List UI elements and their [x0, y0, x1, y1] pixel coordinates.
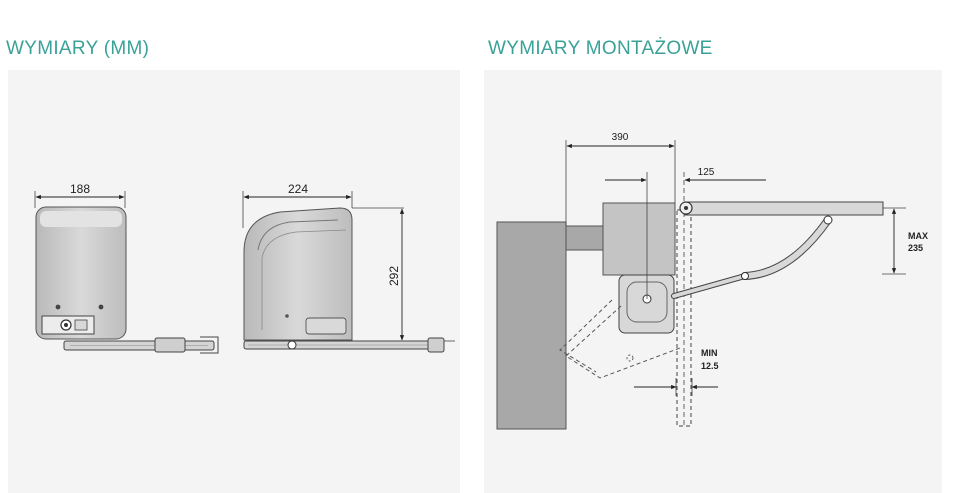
dimensions-heading: WYMIARY (MM) [6, 38, 150, 59]
offset-390-label: 390 [612, 132, 629, 143]
max-label: MAX [908, 231, 928, 241]
side-height-label: 292 [387, 266, 401, 286]
wall-pillar [496, 221, 567, 430]
min-value: 12.5 [701, 361, 719, 371]
side-view-motor [242, 191, 455, 353]
motor-top-view [618, 274, 675, 334]
side-width-label: 224 [288, 182, 308, 196]
mounting-dimensions-heading: WYMIARY MONTAŻOWE [488, 38, 713, 59]
front-view-motor [34, 191, 219, 354]
front-width-label: 188 [70, 182, 90, 196]
mounting-bracket [602, 202, 676, 276]
pivot-offset-label: 125 [698, 167, 715, 178]
mounting-diagram [496, 140, 906, 430]
min-label: MIN [701, 348, 718, 358]
max-value: 235 [908, 243, 923, 253]
